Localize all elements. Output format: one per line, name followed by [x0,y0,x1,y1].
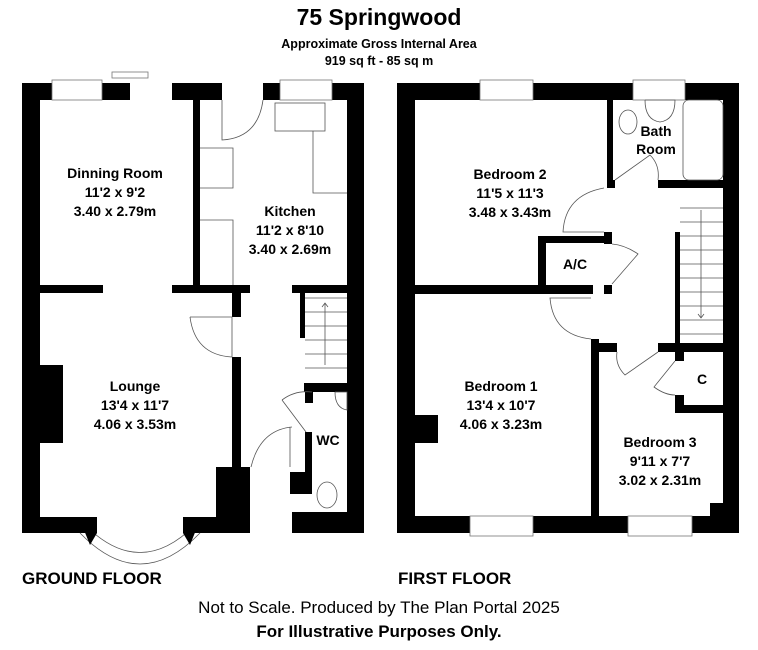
door-swing [549,297,592,340]
room-imperial: 9'11 x 7'7 [630,453,691,469]
door-swing [562,187,605,233]
room-metric: 3.48 x 3.43m [469,204,552,220]
bay-window [79,524,201,565]
plan-title: 75 Springwood [296,4,462,30]
room-name: Dinning Room [67,165,163,181]
scale-note: Not to Scale. Produced by The Plan Porta… [198,598,560,617]
toilet [618,109,638,135]
window [632,79,686,101]
window [627,515,693,537]
room-name: WC [316,432,339,448]
room-imperial: 11'2 x 8'10 [256,222,324,238]
room-imperial: 11'5 x 11'3 [476,185,544,201]
room-name-line2: Room [636,141,676,157]
window [479,79,534,101]
ground-floor-plan: Dinning Room 11'2 x 9'2 3.40 x 2.79m Kit… [22,71,364,588]
basin [644,99,676,123]
room-imperial: 11'2 x 9'2 [85,184,146,200]
door-swing [611,243,639,285]
bath [682,99,724,181]
room-imperial: 13'4 x 10'7 [467,397,536,413]
room-imperial: 13'4 x 11'7 [101,397,169,413]
room-name: Kitchen [264,203,315,219]
door-swing [616,351,659,376]
toilet [316,481,338,509]
first-floor-plan: Bedroom 2 11'5 x 11'3 3.48 x 3.43m Bath … [397,79,739,588]
window [469,515,534,537]
wc-basin [334,391,348,411]
room-name: Bedroom 3 [623,434,696,450]
room-metric: 4.06 x 3.53m [94,416,177,432]
room-name: Bath [640,123,671,139]
stairs [305,297,347,369]
door-swing [221,99,264,141]
kitchen-worktop [200,131,347,285]
ground-floor-label: GROUND FLOOR [22,569,162,588]
room-name: Bedroom 2 [473,166,546,182]
window [51,79,103,101]
ground-floor-walls [22,83,364,533]
sink-unit [274,102,326,132]
room-name: Lounge [110,378,161,394]
window [279,79,333,101]
plan-area: 919 sq ft - 85 sq m [324,54,434,68]
door-swing [653,360,676,396]
first-floor-label: FIRST FLOOR [398,569,511,588]
room-name: Bedroom 1 [464,378,537,394]
door-swing [614,154,659,181]
disclaimer: For Illustrative Purposes Only. [256,622,502,641]
door-swing [250,426,293,468]
room-name: A/C [563,256,587,272]
room-metric: 3.02 x 2.31m [619,472,702,488]
room-metric: 4.06 x 3.23m [460,416,543,432]
room-metric: 3.40 x 2.69m [249,241,332,257]
sliding-door [111,71,149,79]
stairs [680,207,723,335]
room-metric: 3.40 x 2.79m [74,203,157,219]
plan-subtitle: Approximate Gross Internal Area [281,37,477,51]
first-floor-walls [397,83,739,533]
door-swing [189,316,233,358]
room-name: C [697,371,707,387]
door-swing [281,391,313,433]
